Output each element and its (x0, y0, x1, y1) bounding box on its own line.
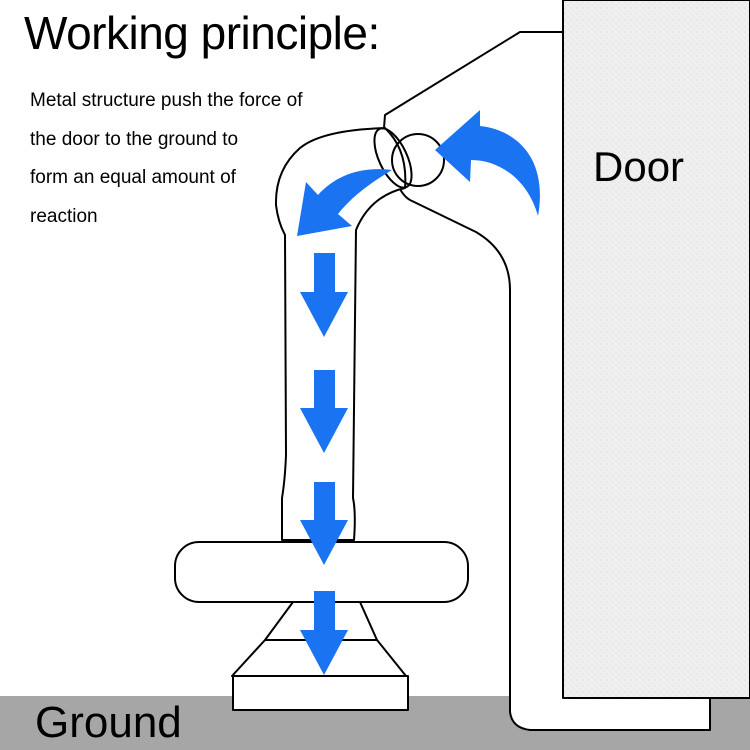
curved-arrow-icon (435, 110, 540, 216)
hinge-joint (391, 133, 445, 187)
down-arrow-icon (300, 591, 348, 675)
description-line: form an equal amount of (30, 167, 236, 188)
description-line: Metal structure push the force of (30, 90, 303, 111)
curved-arrow-icon (297, 169, 392, 236)
description: Metal structure push the force of the do… (30, 82, 370, 236)
ground-label: Ground (35, 698, 182, 747)
description-line: the door to the ground to (30, 128, 239, 150)
page-title: Working principle: (24, 7, 380, 59)
description-line: reaction (30, 205, 98, 227)
door-label: Door (593, 143, 685, 190)
stopper-base (232, 675, 409, 711)
door-panel (562, 0, 750, 699)
down-arrow-icon (300, 370, 348, 453)
down-arrow-icon (300, 482, 348, 565)
down-arrow-icon (300, 253, 348, 337)
